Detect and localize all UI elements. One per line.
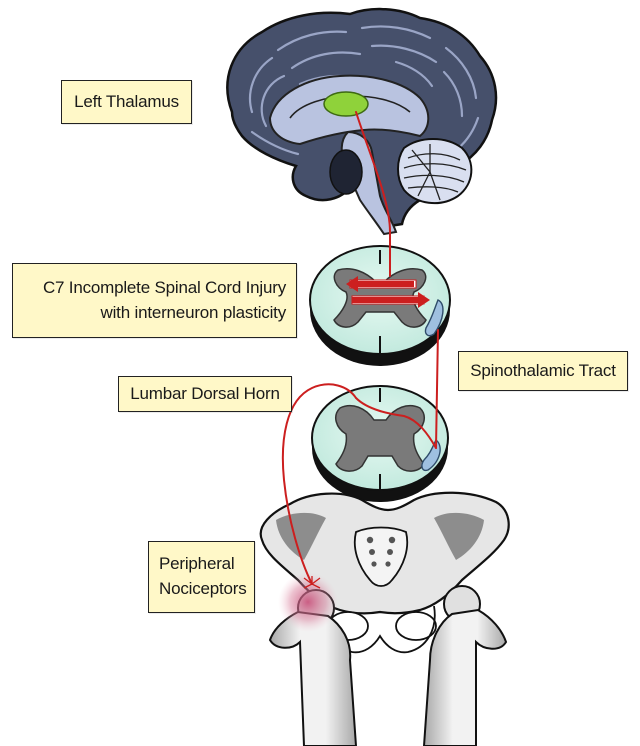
label-sci-line2: with interneuron plasticity bbox=[101, 301, 286, 326]
label-nociceptors-line2: Nociceptors bbox=[159, 577, 247, 602]
cerebellum bbox=[398, 139, 471, 203]
label-nociceptors-line1: Peripheral bbox=[159, 552, 235, 577]
right-femur bbox=[424, 586, 506, 746]
label-lumbar-dorsal-horn-text: Lumbar Dorsal Horn bbox=[130, 382, 279, 407]
label-spinothalamic-tract: Spinothalamic Tract bbox=[458, 351, 628, 391]
label-lumbar-dorsal-horn: Lumbar Dorsal Horn bbox=[118, 376, 292, 412]
label-left-thalamus: Left Thalamus bbox=[61, 80, 192, 124]
label-peripheral-nociceptors: Peripheral Nociceptors bbox=[148, 541, 255, 613]
label-sci-line1: C7 Incomplete Spinal Cord Injury bbox=[43, 276, 286, 301]
brain bbox=[227, 9, 496, 234]
lumbar-cord-section bbox=[312, 386, 448, 502]
cervical-cord-section bbox=[310, 246, 450, 366]
left-thalamus-highlight bbox=[324, 92, 368, 116]
pons bbox=[330, 150, 362, 194]
label-left-thalamus-text: Left Thalamus bbox=[74, 90, 179, 115]
label-spinothalamic-tract-text: Spinothalamic Tract bbox=[470, 359, 616, 384]
label-sci: C7 Incomplete Spinal Cord Injury with in… bbox=[12, 263, 297, 338]
